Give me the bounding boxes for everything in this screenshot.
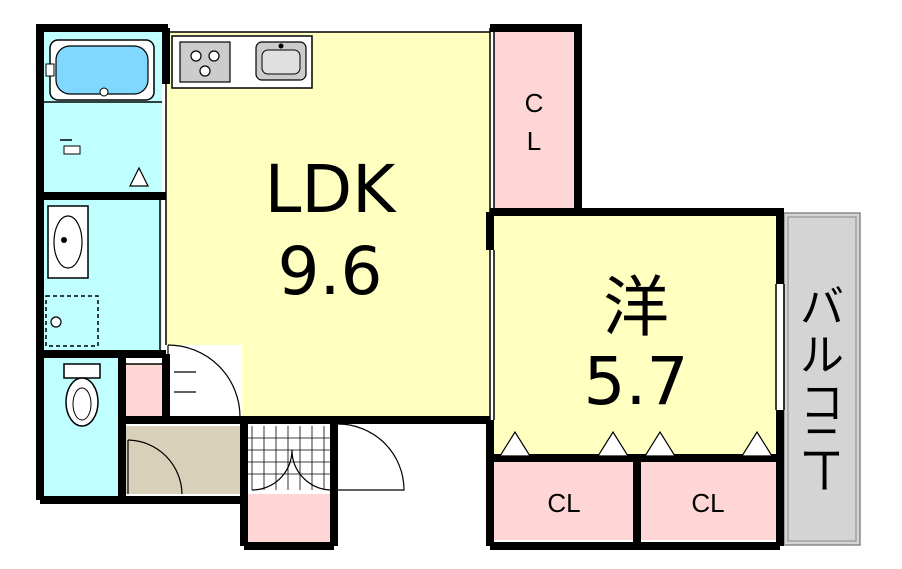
walls — [36, 24, 784, 550]
balcony-label: バ ル コ ニ ー — [797, 282, 848, 494]
balcony-char: バ — [800, 282, 844, 333]
washing-machine-icon — [45, 295, 99, 347]
western-room-floor — [494, 216, 776, 460]
entrance-storage-pink — [246, 494, 330, 542]
bath-door-marker — [129, 166, 149, 187]
closet-bottom-right — [640, 460, 776, 540]
ldk-size: 9.6 — [278, 233, 383, 310]
western-room-size: 5.7 — [584, 343, 689, 420]
toilet-tank — [63, 363, 101, 379]
balcony-char: ニ — [800, 418, 844, 469]
closet-top-label-2: L — [527, 126, 541, 156]
entrance-floor — [126, 426, 240, 494]
closet-top-label-1: C — [525, 88, 544, 118]
door-swings — [127, 344, 405, 495]
shoe-closet-pink — [126, 364, 166, 416]
entrance-tile-grid — [248, 426, 330, 490]
balcony-char: コ — [800, 378, 844, 429]
ldk-name: LDK — [265, 151, 398, 228]
western-room-name: 洋 — [603, 269, 669, 346]
balcony-railing — [787, 216, 857, 542]
closet-door-markers — [498, 430, 774, 457]
balcony-char: ル — [800, 330, 844, 381]
partitions — [122, 28, 785, 420]
closet-top — [494, 32, 574, 212]
closet-bottom-right-label: CL — [691, 488, 724, 518]
ldk-floor — [166, 32, 490, 420]
closet-bottom-left — [494, 460, 634, 540]
balcony-char: ー — [797, 450, 848, 494]
closet-bottom-left-label: CL — [547, 488, 580, 518]
